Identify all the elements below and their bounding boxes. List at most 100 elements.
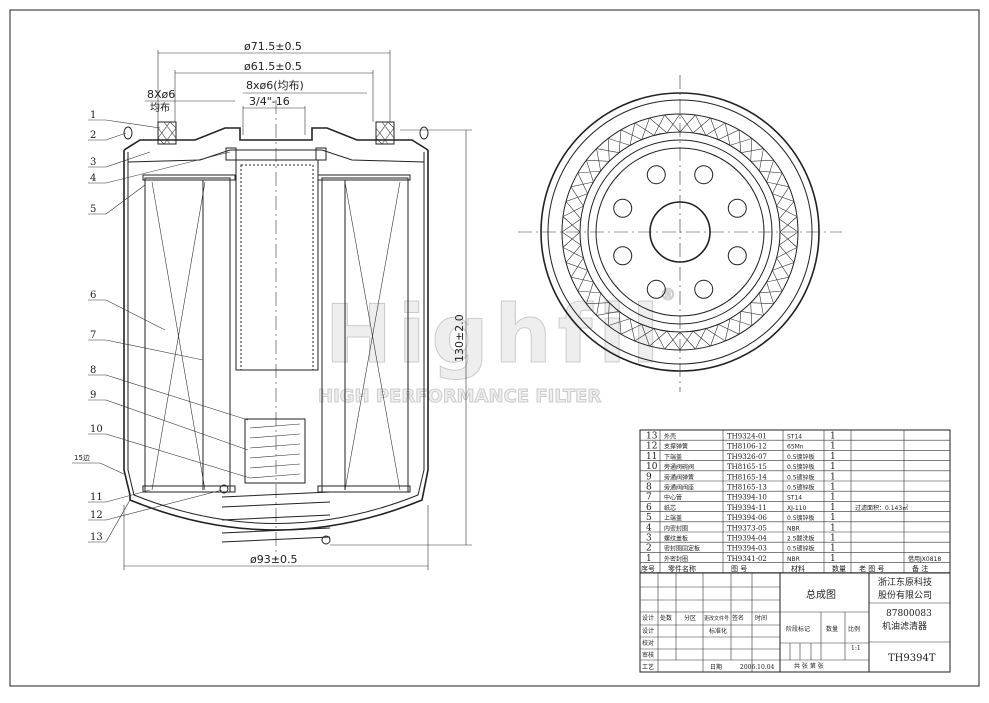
seal-hatch [710,324,719,347]
table-cell-material: 0.5镀锌板 [787,453,815,461]
seal-hatch [778,201,795,220]
seal-hatch [618,129,622,153]
part-leader-label: 13 [90,532,103,543]
seal-hatch [776,186,790,207]
seal-hatch [562,216,581,233]
seal-hatch [620,129,642,140]
seal-hatch [759,292,764,316]
seal-hatch [596,148,620,153]
section-view [123,100,429,560]
model-number: TH9394T [888,653,936,664]
table-cell-code: TH8106-12 [727,443,767,451]
table-cell-name: 螺纹盖板 [664,535,688,543]
table-header: 老 图 号 [859,564,884,573]
table-cell-material: ST14 [787,495,802,502]
table-cell-name: 上端盖 [664,514,682,522]
seal-hatch [695,328,707,350]
table-cell-material: 2.5酸洗板 [787,535,815,543]
seal-hatch [565,262,588,271]
watermark-tagline: HIGH PERFORMANCE FILTER [318,386,601,407]
table-cell-material: 0.5镀锌板 [787,473,815,481]
seal-hatch [740,148,764,153]
part-leader-label: 5 [90,204,96,215]
table-cell-material: 0.5镀锌板 [787,545,815,553]
part-leader-label: 6 [90,290,96,301]
seal-hatch [772,270,783,292]
table-cell-name: 下端盖 [664,453,682,461]
table-cell-no: 2 [646,544,652,554]
dim-holes-left-note: 均布 [150,102,170,114]
standardization-label: 标准化 [709,627,727,635]
table-header: 零件名称 [668,564,696,573]
seal-hatch [738,129,742,153]
table-cell-no: 11 [646,452,657,462]
product-name: 机油滤清器 [882,620,927,632]
table-cell-code: TH9341-02 [727,555,767,563]
seal-hatch [695,114,707,136]
seal-hatch [629,122,636,146]
table-cell-material: ST14 [787,434,802,441]
leader-line [105,433,251,479]
leader-line [105,119,161,129]
seal-hatch [666,113,681,134]
seal-hatch [759,148,764,172]
outer-seal-left [157,121,177,145]
leader-line [105,339,204,361]
rev-header: 处数 [660,614,672,622]
table-cell-qty: 1 [830,503,836,513]
oil-hole [727,198,747,218]
seal-hatch [577,172,588,194]
seal-hatch [565,193,588,202]
table-cell-qty: 1 [830,544,836,554]
filter-element-left [144,177,231,493]
seal-hatch [641,324,650,347]
date-value: 2006.10.04 [740,664,775,671]
company-name: 浙江东原科技 [878,576,932,588]
table-cell-material: 0.5镀锌板 [787,484,815,492]
bypass-valve [244,418,306,484]
seal-hatch [596,311,620,316]
seal-hatch [679,331,696,350]
oil-hole [646,279,666,299]
seal-hatch [649,117,668,134]
watermark-brand: Highfil [325,288,665,381]
leader-line [105,489,151,503]
seal-hatch [718,324,740,335]
seal-hatch [570,186,584,207]
seal-hatch [653,328,665,350]
rev-header: 时间 [755,614,767,622]
table-cell-name: 密封圈固定板 [664,545,700,553]
table-cell-code: TH9373-05 [727,524,767,532]
part-leader-label: 7 [90,330,96,341]
leader-line [105,374,249,421]
table-cell-no: 5 [646,513,652,523]
title-block: 设计 处数 分区 更改文件号 签名 时间 设计 校对 审核 工艺 标准化 日期 … [639,572,951,673]
seal-hatch [778,231,799,246]
scale-label: 比例 [848,625,860,633]
table-cell-name: 中心管 [664,494,682,502]
table-cell-name: 支撑弹簧 [664,443,688,451]
table-cell-qty: 1 [830,472,836,482]
seal-hatch [778,244,795,263]
leader-line [105,299,166,331]
drawing-title: 总成图 [806,588,836,601]
table-cell-code: TH8165-15 [727,463,767,471]
seal-hatch [729,318,752,326]
table-cell-qty: 1 [830,462,836,472]
dimensions: ø71.5±0.5 ø61.5±0.5 8xø6(均布) 8Xø6 均布 3/4… [72,40,472,570]
table-header: 图 号 [731,565,747,573]
table-cell-code: TH8165-14 [727,473,767,481]
seal-hatch [608,138,631,146]
seal-hatch [649,330,668,347]
seal-hatch [750,159,774,162]
center-tube [235,159,319,371]
seal-hatch [664,114,681,133]
shell-outline [123,150,429,531]
seal-hatch [577,270,588,292]
rev-header: 设计 [642,614,654,622]
table-cell-code: TH9394-04 [727,535,767,543]
top-plate [123,127,429,151]
table-cell-name: 旁通阀碗阀 [664,463,694,471]
table-header: 序号 [641,564,655,573]
